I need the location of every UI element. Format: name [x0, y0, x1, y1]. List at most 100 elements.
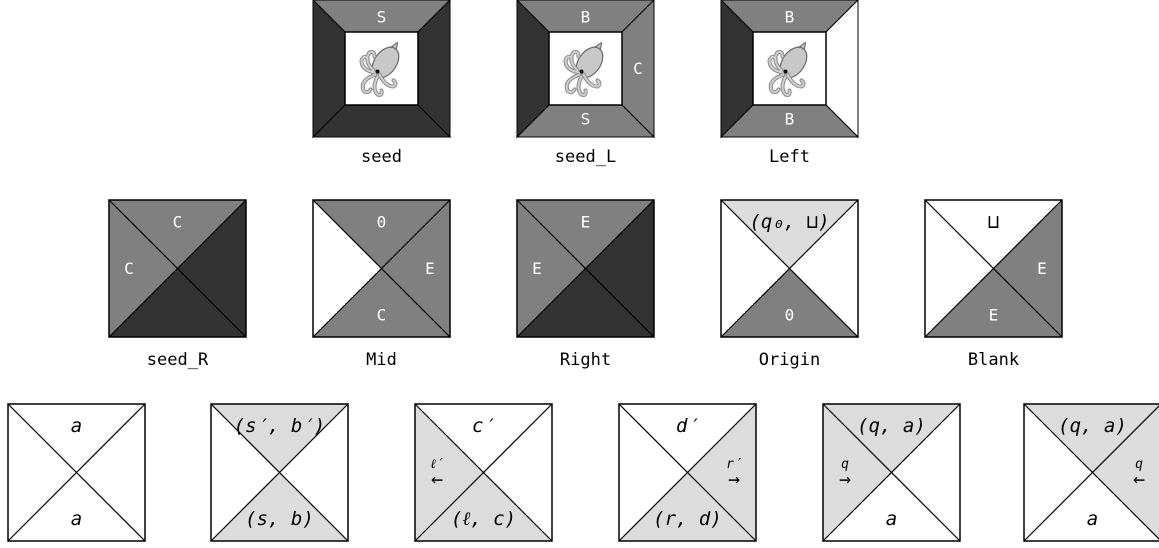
label-top: 0 — [377, 213, 387, 232]
diagonal — [7, 403, 146, 542]
tile-caption: Origin — [759, 350, 820, 370]
tile-caption: Left — [769, 147, 810, 167]
face-top — [823, 404, 960, 473]
tile-border — [108, 199, 247, 338]
label-top: (q, a) — [857, 415, 926, 437]
label-left: q — [841, 457, 849, 472]
face-right — [585, 200, 654, 337]
diagonal — [924, 199, 1063, 338]
tile-caption: Blank — [968, 350, 1019, 370]
tile-border — [7, 403, 146, 542]
label-top: (s′, b′) — [234, 415, 326, 437]
tile-caption: Mid — [366, 350, 397, 370]
face-bottom — [313, 268, 450, 337]
label-bottom: E — [989, 306, 999, 325]
face-right — [891, 404, 960, 541]
tile-caption: Right — [560, 350, 611, 370]
face-right — [1092, 406, 1159, 539]
label-left: C — [124, 259, 134, 278]
face-bottom — [109, 268, 246, 337]
face-right — [993, 200, 1062, 337]
face-left — [721, 200, 790, 337]
squid-icon — [767, 41, 808, 97]
tile-t1: aa — [7, 403, 146, 542]
tile-border — [414, 403, 553, 542]
tile-t3: c′(ℓ, c)ℓ′← — [414, 403, 553, 542]
face-right — [381, 200, 450, 337]
face-left — [517, 200, 586, 337]
tile-border — [924, 199, 1063, 338]
face-top — [517, 200, 654, 269]
face-bottom — [925, 268, 1062, 337]
label-bottom: B — [785, 110, 795, 129]
label-top: (q, a) — [1058, 415, 1127, 437]
label-top: ⊔ — [988, 211, 999, 233]
face-top — [925, 200, 1062, 269]
diagonal — [1023, 405, 1159, 542]
face-left — [8, 404, 77, 541]
tile-border — [516, 199, 655, 338]
diagonal — [618, 403, 757, 542]
label-bottom: (ℓ, c) — [451, 508, 516, 530]
face-left — [619, 404, 688, 541]
face-bottom — [211, 472, 348, 541]
face-bottom — [415, 472, 552, 541]
face-right — [789, 200, 858, 337]
arrow-right: ← — [1133, 467, 1145, 491]
label-top: a — [71, 415, 82, 437]
diagonal — [822, 403, 961, 542]
label-top: c′ — [472, 415, 495, 437]
diagonal — [210, 403, 349, 542]
label-right: E — [425, 259, 435, 278]
label-bottom: a — [71, 508, 82, 530]
arrow-right: → — [728, 467, 740, 491]
face-left — [313, 200, 382, 337]
label-top: (q₀, ⊔) — [749, 211, 829, 233]
face-top — [415, 404, 552, 473]
squid-icon — [563, 41, 604, 97]
diagonal — [414, 403, 553, 542]
face-left — [1024, 404, 1093, 541]
face-left — [109, 200, 178, 337]
label-top: B — [785, 8, 795, 27]
label-top: d′ — [676, 415, 699, 437]
arrow-left: → — [839, 467, 851, 491]
tile-left: B B Left — [719, 0, 860, 167]
face-top — [109, 200, 246, 269]
face-left — [415, 404, 484, 541]
diagonal — [108, 199, 247, 338]
label-right: C — [633, 59, 643, 78]
face-top — [1024, 404, 1159, 473]
tile-border — [1023, 403, 1159, 542]
diagonal — [312, 199, 451, 338]
face-bottom — [721, 268, 858, 337]
label-bottom: 0 — [785, 306, 795, 325]
label-right: q — [1135, 457, 1143, 472]
tile-t5: (q, a)aq→ — [822, 403, 961, 542]
face-right — [177, 200, 246, 337]
tile-border — [618, 403, 757, 542]
tile-t2: (s′, b′)(s, b) — [210, 403, 349, 542]
face-right — [483, 404, 552, 541]
face-right — [76, 404, 145, 541]
label-top: S — [377, 8, 387, 27]
label-bottom: C — [377, 306, 387, 325]
diagonal — [720, 199, 859, 338]
tile-t6: (q, a)aq← — [1023, 403, 1159, 542]
face-top — [619, 404, 756, 473]
face-bottom — [1024, 472, 1159, 541]
face-bottom — [619, 472, 756, 541]
face-bottom — [8, 472, 145, 541]
squid-icon — [359, 41, 400, 97]
face-top — [211, 404, 348, 473]
tile-border — [312, 199, 451, 338]
tile-border — [720, 199, 859, 338]
face-right — [687, 404, 756, 541]
tile-caption: seed_R — [147, 350, 209, 370]
label-bottom: (r, d) — [653, 508, 722, 530]
